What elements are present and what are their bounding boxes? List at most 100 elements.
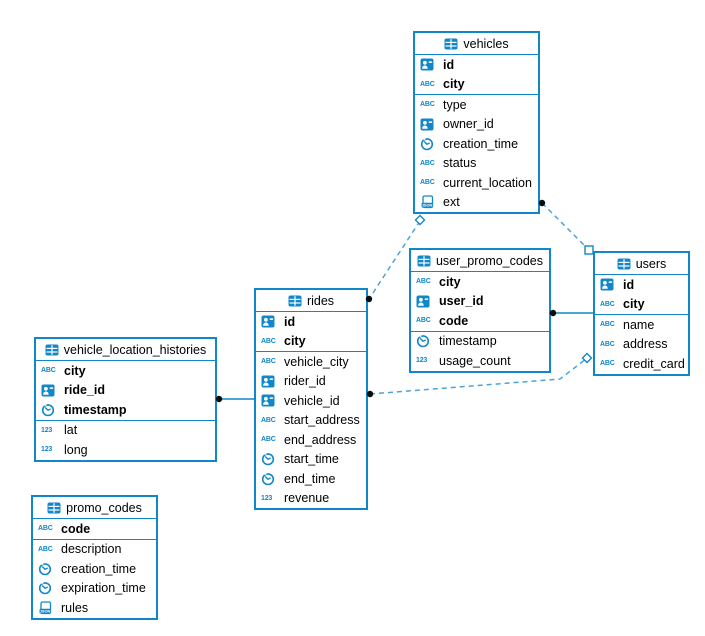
column-name: id [623,277,635,292]
text-type-icon: ABC [420,101,435,109]
column-row-expiration_time: expiration_time [33,579,156,599]
column-type-icon-box [420,118,439,131]
text-type-icon: ABC [261,337,276,345]
timestamp-type-icon [261,471,275,486]
text-type-icon: ABC [600,300,615,308]
column-row-rules: JSON rules [33,598,156,618]
pk-separator [36,419,215,421]
table-name: user_promo_codes [435,253,543,268]
relationship-endpoint-square [584,245,594,255]
column-type-icon-box: ABC [41,367,60,374]
column-type-icon-box: ABC [600,360,619,367]
json-type-icon: JSON [421,195,434,209]
column-row-start_time: start_time [256,450,366,470]
column-row-city: ABC city [411,272,549,292]
column-row-city: ABC city [256,332,366,352]
column-type-icon-box: ABC [261,436,280,443]
text-type-icon: ABC [600,340,615,348]
column-row-creation_time: creation_time [415,134,538,154]
column-type-icon-box: ABC [420,101,439,108]
column-name: vehicle_city [284,354,349,369]
column-row-revenue: 123 revenue [256,489,366,509]
column-row-type: ABC type [415,95,538,115]
uuid-type-icon [261,375,275,388]
column-type-icon-box [261,471,280,486]
column-name: city [439,274,461,289]
column-name: city [443,77,465,92]
table-header[interactable]: promo_codes [33,497,156,519]
column-name: user_id [439,294,484,309]
text-type-icon: ABC [261,358,276,366]
column-type-icon-box: ABC [261,417,280,424]
text-type-icon: ABC [38,525,53,533]
number-type-icon: 123 [261,494,273,502]
column-type-icon-box [416,334,435,348]
column-name: rules [61,600,89,615]
column-row-owner_id: owner_id [415,115,538,135]
uuid-type-icon [261,315,275,328]
column-type-icon-box: ABC [416,278,435,285]
column-type-icon-box: 123 [416,357,435,364]
text-type-icon: ABC [416,278,431,286]
text-type-icon: ABC [600,360,615,368]
text-type-icon: ABC [420,80,435,88]
column-row-user_id: user_id [411,292,549,312]
column-name: end_address [284,432,357,447]
table-header[interactable]: rides [256,290,366,312]
table-header[interactable]: users [595,253,688,275]
pk-separator [411,330,549,332]
column-row-id: id [415,55,538,75]
column-row-id: id [256,312,366,332]
column-name: code [439,313,469,328]
table-name: vehicle_location_histories [63,342,207,357]
table-header[interactable]: vehicles [415,33,538,55]
column-row-city: ABC city [415,75,538,95]
column-row-code: ABC code [411,311,549,331]
column-type-icon-box [420,136,439,151]
relationship-vehicles-users[interactable] [541,202,590,251]
text-type-icon: ABC [416,317,431,325]
column-row-ext: JSON ext [415,193,538,213]
column-name: name [623,317,655,332]
table-name: promo_codes [66,500,142,515]
text-type-icon: ABC [261,436,276,444]
column-type-icon-box: JSON [38,601,57,615]
column-row-creation_time: creation_time [33,559,156,579]
column-name: revenue [284,491,330,506]
number-type-icon: 123 [41,446,53,454]
table-icon [45,344,59,355]
column-type-icon-box [41,384,60,397]
table-header[interactable]: vehicle_location_histories [36,339,215,361]
column-type-icon-box: ABC [600,301,619,308]
column-type-icon-box [420,58,439,71]
column-type-icon-box: ABC [261,358,280,365]
column-type-icon-box: JSON [420,195,439,209]
table-icon [617,258,631,269]
column-name: city [64,363,86,378]
table-header[interactable]: user_promo_codes [411,250,549,272]
column-name: type [443,97,467,112]
relationship-endpoint-diamond [414,214,426,226]
column-name: end_time [284,471,336,486]
column-type-icon-box: 123 [41,427,60,434]
column-type-icon-box [261,452,280,466]
svg-text:JSON: JSON [40,608,51,613]
column-name: city [284,334,306,349]
uuid-type-icon [41,384,55,397]
column-row-end_address: ABC end_address [256,430,366,450]
timestamp-type-icon [416,334,430,348]
